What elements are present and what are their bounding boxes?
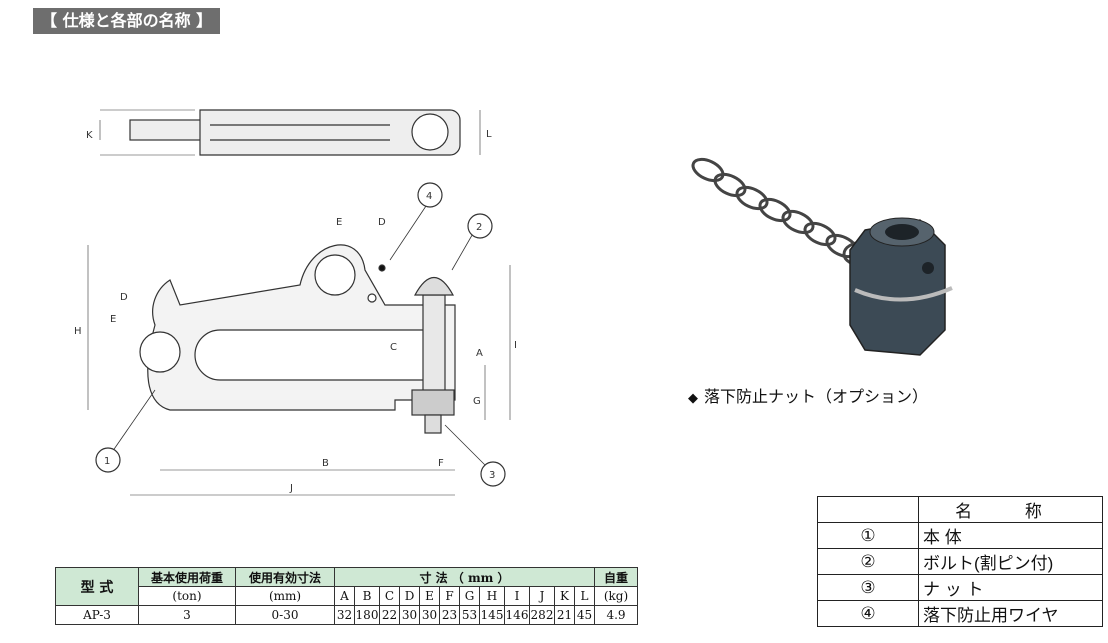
part-name: 落下防止用ワイヤ — [918, 600, 1103, 627]
parts-header-title: 名 称 — [918, 496, 1103, 523]
dim-header: I — [504, 586, 530, 606]
list-item: ② ボルト(割ピン付) — [817, 548, 1103, 575]
callout-4: 4 — [426, 191, 432, 202]
dim-header: D — [399, 586, 420, 606]
table-row: AP-3 3 0-30 32 180 22 30 30 23 53 145 14… — [55, 605, 638, 625]
cell-load: 3 — [138, 605, 236, 625]
dim-label-k: K — [86, 130, 93, 141]
col-load-unit: (ton) — [138, 586, 236, 606]
dim-label-i: I — [514, 340, 517, 351]
dim-label-g: G — [473, 396, 481, 407]
cell-dim: 30 — [419, 605, 440, 625]
part-name: 本 体 — [918, 522, 1103, 549]
dim-header: L — [574, 586, 595, 606]
technical-drawing: K L E D D E H C A I G B F J 4 2 3 1 — [74, 109, 517, 496]
cell-dim: 53 — [459, 605, 480, 625]
dim-header: K — [554, 586, 575, 606]
cell-dim: 30 — [399, 605, 420, 625]
col-dims: 寸 法 （ mm ） — [334, 567, 595, 587]
caption-text: 落下防止ナット（オプション） — [704, 387, 929, 406]
dim-label-h: H — [74, 326, 82, 337]
list-item: ④ 落下防止用ワイヤ — [817, 600, 1103, 627]
dim-label-d-left: D — [120, 292, 128, 303]
cell-dim: 180 — [354, 605, 380, 625]
dim-header: B — [354, 586, 380, 606]
cell-dim: 145 — [479, 605, 505, 625]
col-model: 型 式 — [55, 567, 139, 606]
dim-header: J — [529, 586, 555, 606]
dim-header: H — [479, 586, 505, 606]
part-number: ② — [817, 548, 919, 575]
dim-label-j: J — [289, 483, 293, 494]
cell-model: AP-3 — [55, 605, 139, 625]
part-number: ③ — [817, 574, 919, 601]
fall-prevention-nut-photo — [691, 157, 953, 356]
cell-weight: 4.9 — [594, 605, 638, 625]
photo-caption: ◆ 落下防止ナット（オプション） — [688, 383, 928, 407]
list-item: ① 本 体 — [817, 522, 1103, 549]
col-range-unit: (mm) — [235, 586, 335, 606]
cell-dim: 32 — [334, 605, 355, 625]
dim-label-b: B — [322, 458, 329, 469]
col-load: 基本使用荷重 — [138, 567, 236, 587]
callout-2: 2 — [476, 222, 482, 233]
col-weight-unit: (kg) — [594, 586, 638, 606]
dim-label-a: A — [476, 348, 483, 359]
part-number: ① — [817, 522, 919, 549]
cell-dim: 146 — [504, 605, 530, 625]
callout-3: 3 — [489, 470, 495, 481]
dim-label-d-top: D — [378, 217, 386, 228]
parts-header-blank — [817, 496, 919, 523]
cell-dim: 23 — [439, 605, 460, 625]
dim-header: C — [379, 586, 400, 606]
section-header: 【 仕様と各部の名称 】 — [33, 8, 221, 34]
cell-range: 0-30 — [235, 605, 335, 625]
cell-dim: 22 — [379, 605, 400, 625]
col-range: 使用有効寸法 — [235, 567, 335, 587]
cell-dim: 45 — [574, 605, 595, 625]
cell-dim: 21 — [554, 605, 575, 625]
part-number: ④ — [817, 600, 919, 627]
dim-label-e-left: E — [110, 314, 116, 325]
col-weight: 自重 — [594, 567, 638, 587]
cell-dim: 282 — [529, 605, 555, 625]
dim-label-c: C — [390, 342, 397, 353]
parts-table: 名 称 ① 本 体 ② ボルト(割ピン付) ③ ナ ッ ト ④ 落下防止用ワイヤ — [817, 496, 1103, 627]
dim-header: G — [459, 586, 480, 606]
spec-table: 型 式 基本使用荷重 使用有効寸法 寸 法 （ mm ） 自重 (ton) (m… — [55, 567, 638, 625]
list-item: ③ ナ ッ ト — [817, 574, 1103, 601]
caption-bullet: ◆ — [688, 391, 698, 406]
part-name: ナ ッ ト — [918, 574, 1103, 601]
callout-1: 1 — [104, 456, 110, 467]
dim-header: E — [419, 586, 440, 606]
dim-label-l: L — [486, 129, 492, 140]
part-name: ボルト(割ピン付) — [918, 548, 1103, 575]
dim-label-e-top: E — [336, 217, 342, 228]
dim-label-f: F — [438, 458, 444, 469]
dim-header: F — [439, 586, 460, 606]
dim-header: A — [334, 586, 355, 606]
